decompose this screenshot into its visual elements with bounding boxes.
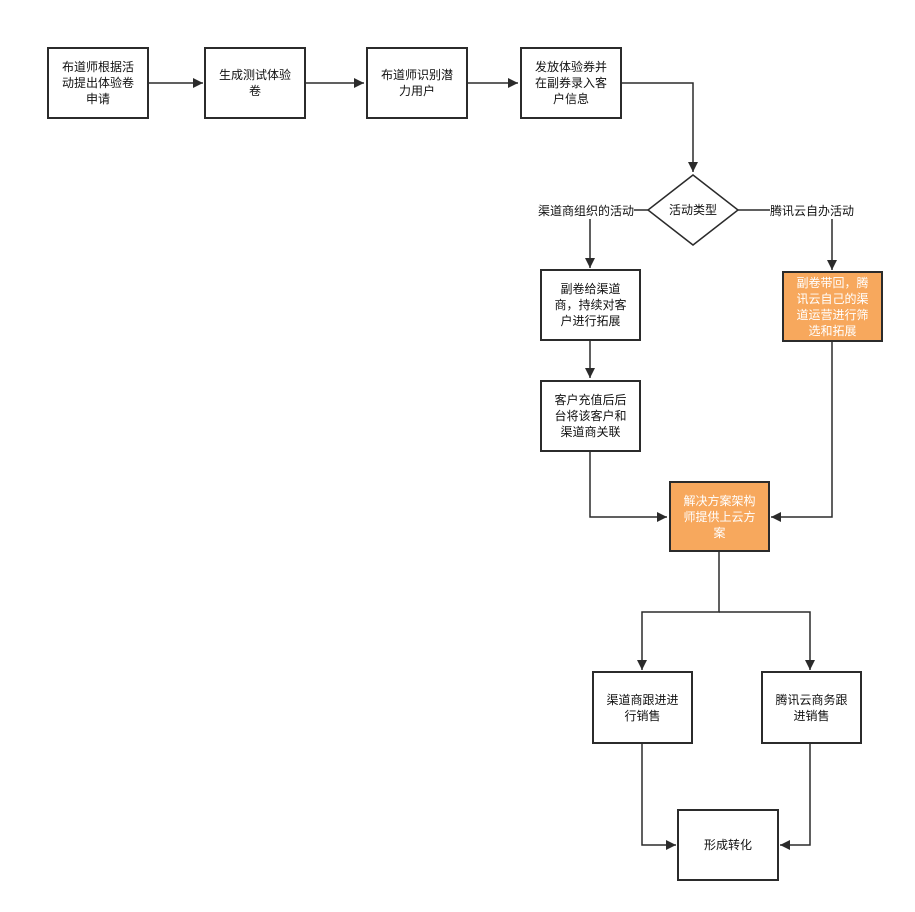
node-conversion: 形成转化	[677, 809, 779, 881]
edge-n4-decision	[622, 82, 698, 172]
node-link-customer-channel: 客户充值后后 台将该客户和 渠道商关联	[540, 380, 641, 452]
edge-n10-n11	[780, 744, 811, 850]
decision-label: 活动类型	[668, 203, 717, 217]
edge-label-tencent-activity: 腾讯云自办活动	[770, 203, 855, 219]
edge-n8-split	[637, 552, 720, 670]
node-tencent-business-sales: 腾讯云商务跟 进销售	[761, 671, 862, 744]
edge-n7-n8	[771, 342, 833, 522]
node-channel-expansion: 副卷给渠道 商，持续对客 户进行拓展	[540, 269, 641, 341]
edge-split-n10	[719, 611, 815, 670]
edge-label-channel-activity: 渠道商组织的活动	[538, 203, 635, 219]
edge-n9-n11	[641, 744, 676, 850]
node-generate-test-voucher: 生成测试体验 卷	[204, 47, 306, 119]
node-solution-architect: 解决方案架构 师提供上云方 案	[669, 481, 770, 552]
edge-n6-n8	[589, 452, 667, 522]
edge-decision-n7	[738, 209, 837, 270]
decision-diamond	[646, 174, 740, 246]
node-tencent-channel-screening: 副卷带回，腾 讯云自己的渠 道运营进行筛 选和拓展	[782, 271, 883, 342]
node-issue-voucher-record-info: 发放体验券并 在副券录入客 户信息	[520, 47, 622, 119]
node-apply-trial-voucher: 布道师根据活 动提出体验卷 申请	[47, 47, 149, 119]
node-identify-potential-users: 布道师识别潜 力用户	[366, 47, 468, 119]
node-channel-sales: 渠道商跟进进 行销售	[592, 671, 693, 744]
